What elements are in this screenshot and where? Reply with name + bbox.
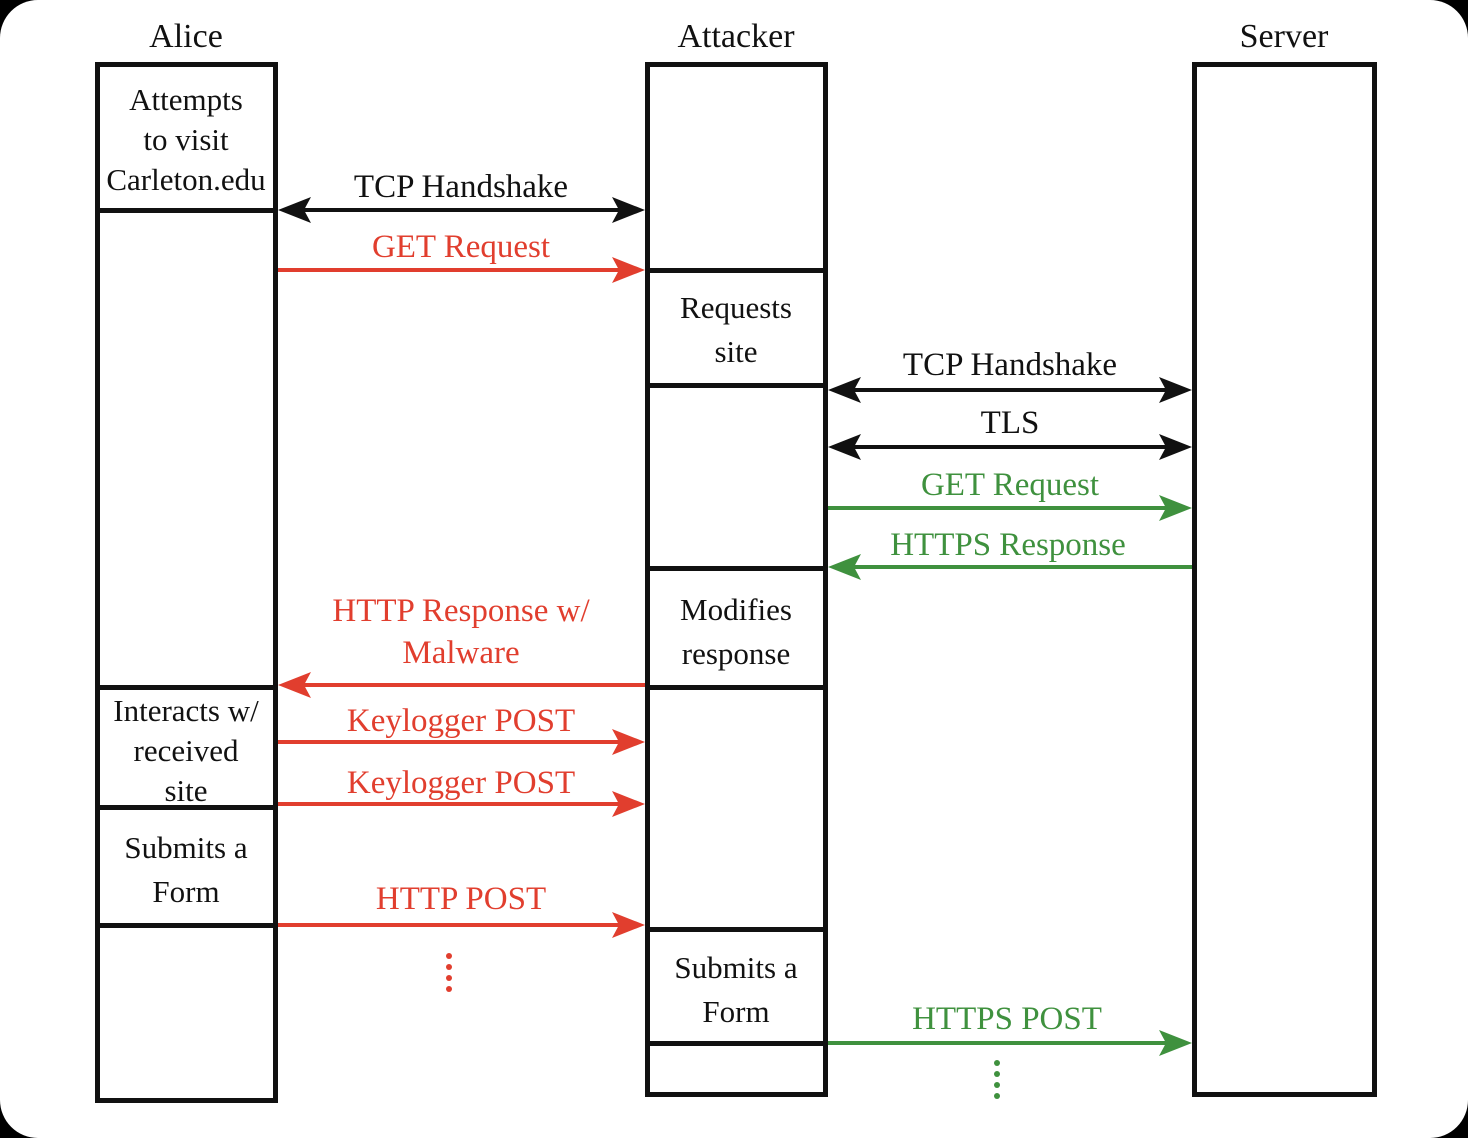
- alice-divider: [95, 805, 278, 810]
- attacker-lifeline-box: [645, 62, 828, 1097]
- dot: [994, 1060, 1000, 1066]
- arrow-http-post-alice-attacker: [278, 912, 645, 938]
- dot: [994, 1082, 1000, 1088]
- continuation-dots-green: [994, 1060, 1000, 1099]
- arrow-https-post-attacker-server: [828, 1030, 1192, 1056]
- alice-step-submits-form: Submits a Form: [124, 830, 248, 909]
- alice-step-attempts-visit: Attempts to visit Carleton.edu: [106, 82, 266, 197]
- attacker-divider: [645, 927, 828, 932]
- continuation-dots-red: [446, 953, 452, 992]
- message-label-tls: TLS: [980, 405, 1040, 441]
- message-label-get-request-1: GET Request: [371, 229, 551, 265]
- attacker-divider: [645, 1041, 828, 1046]
- attacker-divider: [645, 268, 828, 273]
- arrow-get-request-alice-attacker: [278, 257, 645, 283]
- dot: [446, 953, 452, 959]
- arrow-get-request-attacker-server: [828, 495, 1192, 521]
- message-label-keylogger-post-2: Keylogger POST: [346, 765, 576, 801]
- arrow-tcp-handshake-attacker-server: [828, 377, 1192, 403]
- arrow-tls-attacker-server: [828, 434, 1192, 460]
- attacker-step-modifies-response: Modifies response: [680, 592, 792, 671]
- attacker-divider: [645, 383, 828, 388]
- attacker-divider: [645, 685, 828, 690]
- dot: [446, 964, 452, 970]
- message-label-keylogger-post-1: Keylogger POST: [346, 703, 576, 739]
- alice-divider: [95, 208, 278, 213]
- message-label-https-post: HTTPS POST: [912, 1001, 1102, 1037]
- arrow-keylogger-post-2: [278, 791, 645, 817]
- arrow-keylogger-post-1: [278, 729, 645, 755]
- message-label-tcp-handshake-1: TCP Handshake: [353, 169, 569, 205]
- attacker-step-submits-form: Submits a Form: [674, 950, 798, 1029]
- actor-title-alice: Alice: [149, 18, 223, 55]
- alice-divider: [95, 685, 278, 690]
- arrow-https-response-server-attacker: [828, 554, 1192, 580]
- message-label-https-response: HTTPS Response: [890, 527, 1126, 563]
- attacker-step-requests-site: Requests site: [680, 290, 792, 369]
- dot: [994, 1093, 1000, 1099]
- alice-lifeline-box: [95, 62, 278, 1103]
- actor-title-attacker: Attacker: [677, 18, 795, 55]
- alice-step-interacts: Interacts w/ received site: [113, 693, 259, 808]
- message-label-tcp-handshake-2: TCP Handshake: [902, 347, 1118, 383]
- arrow-http-response-malware-attacker-alice: [278, 672, 645, 698]
- dot: [446, 975, 452, 981]
- message-label-http-response-malware: HTTP Response w/ Malware: [332, 593, 590, 671]
- attacker-divider: [645, 566, 828, 571]
- message-label-http-post: HTTP POST: [375, 881, 547, 917]
- arrow-tcp-handshake-alice-attacker: [278, 197, 645, 223]
- dot: [994, 1071, 1000, 1077]
- actor-title-server: Server: [1239, 18, 1329, 55]
- server-lifeline-box: [1192, 62, 1377, 1097]
- message-label-get-request-2: GET Request: [920, 467, 1100, 503]
- dot: [446, 986, 452, 992]
- alice-divider: [95, 923, 278, 928]
